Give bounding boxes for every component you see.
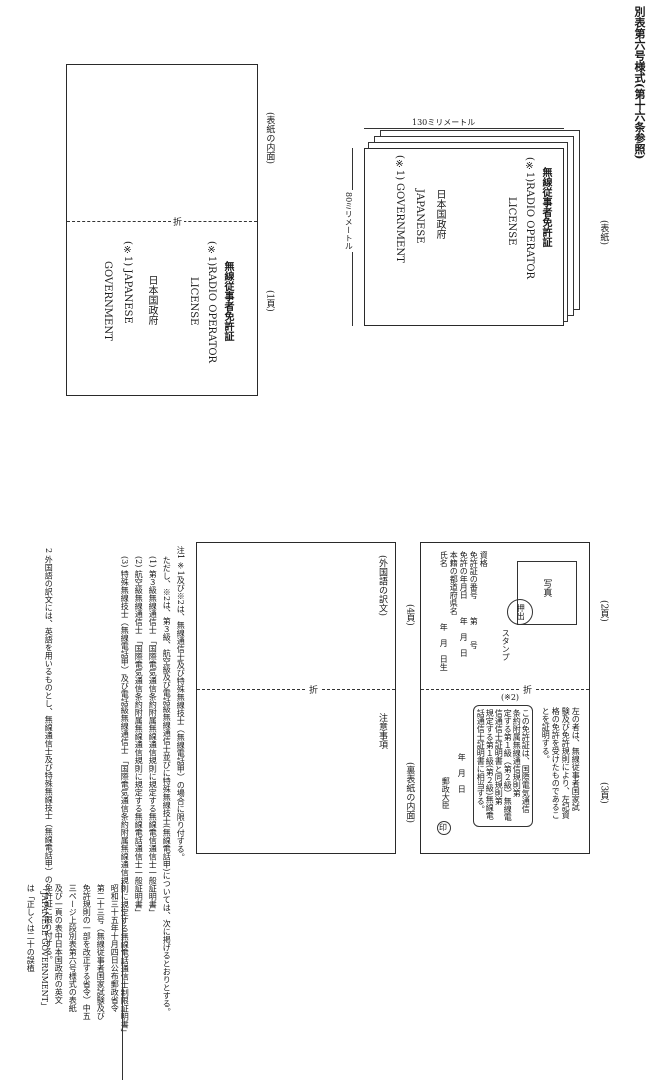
page1-title-en-2: LICENSE <box>188 277 199 326</box>
cover-title-ja: 無線従事者免許証 <box>540 167 551 247</box>
cover-title-en-1: (※1)RADIO OPERATOR <box>524 157 535 280</box>
stamp-sub: スタンプ <box>501 629 511 661</box>
back-inner-label: (裏表紙の内面) <box>404 762 415 824</box>
page1-fold-mark: 折 <box>171 215 185 228</box>
cover-dim-width: 80ミリメートル <box>344 190 354 253</box>
fold-line <box>67 221 257 222</box>
spread-p4-back: 折 (外国語の訳文) 注意事項 <box>196 542 396 854</box>
note-1b: ただし、※2は、第３級、航空級及び電話級無線通信士並びに特殊無線技士(無線電話甲… <box>162 556 172 1016</box>
page1-gov-ja: 日本国政府 <box>146 275 157 325</box>
cover-gov-en-prefix: (※1) <box>394 155 405 181</box>
p4-back-fold <box>197 689 395 690</box>
p3-note-2: 定する第１級（第２級）無線電 <box>503 709 513 821</box>
p3-date: 年 月 日 <box>457 753 467 793</box>
note-1: 注1 ※1及び※2は、無線通信士及び特殊無線技士（無線電話甲）の場合に限り付する… <box>176 546 186 861</box>
cover-gov-ja: 日本国政府 <box>434 189 445 239</box>
field-3: 本籍の都道府県名 <box>449 551 459 615</box>
p3-seal-text: 印 <box>439 823 447 832</box>
p2-p3-fold <box>421 689 589 690</box>
p3-line-3: とを証明する。 <box>541 707 551 763</box>
cover-dim-height-line <box>364 128 564 129</box>
p3-line-0: 左の者は、無線従事者国家試 <box>571 707 581 811</box>
cover-dim-height: 130ミリメートル <box>410 117 478 128</box>
cover-label: (表紙) <box>598 220 609 246</box>
cover-title-en-2: LICENSE <box>506 197 517 246</box>
field-1: 免許証の番号 <box>469 551 479 599</box>
field-value-4: 年 月 日生 <box>439 623 449 671</box>
side-note-6: は「正しくは二十の誤植 <box>26 884 36 972</box>
p3-note-4: 規定する第１級(第２級)無線電 <box>485 709 495 820</box>
side-note-3: 三ページ上段別表第六号様式の表紙 <box>68 884 78 1012</box>
field-4: 氏名 <box>439 551 449 567</box>
back-inner-content: 注意事項 <box>377 713 387 749</box>
inner-spread: 折 無線従事者免許証 (※1)RADIO OPERATOR LICENSE 日本… <box>66 64 258 396</box>
page1-title-en-1: (※1)RADIO OPERATOR <box>206 241 217 364</box>
p3-note-3: 信通信士証明書と同規則第 <box>494 709 504 805</box>
photo-label: 写真 <box>541 579 552 597</box>
inner-cover-label: (表紙の内面) <box>264 112 275 165</box>
note-1c: (1) 第３級無線通信士 「国際電気通信条約附属無線通信規則に規定する無線電信通… <box>148 556 158 917</box>
page1-gov-en-2: GOVERNMENT <box>102 261 113 341</box>
side-note-rule <box>122 880 123 1080</box>
side-note-1: 第二十三号（無線従事者国家試験及び <box>96 884 106 1020</box>
cover-gov-en-2: GOVERNMENT <box>394 183 405 263</box>
note-1d: (2) 航空級無線通信士 「国際電気通信条約附属無線通信規則に規定する無線電話通… <box>134 556 144 917</box>
p3-note-1: 条約附属無線通信規則第 <box>512 709 522 797</box>
cover-gov-en-1: JAPANESE <box>414 189 425 244</box>
page4-label: (4頁) <box>404 604 415 626</box>
stamp-circle <box>507 599 533 625</box>
cover-card: 無線従事者免許証 (※1)RADIO OPERATOR LICENSE 日本国政… <box>364 148 564 326</box>
p2-p3-fold-mark: 折 <box>521 683 535 696</box>
stamp-label: 押出 <box>516 604 526 620</box>
photo-box <box>517 561 577 625</box>
side-note-5: 「JAPANESE GOVERNMENT」 <box>40 884 50 1010</box>
p3-note-0: この免許証は、国際電気通信 <box>521 709 531 813</box>
form-title: 別表第六号様式(第十六条参照) <box>633 6 646 160</box>
p3-minister: 郵政大臣 <box>441 777 451 809</box>
page4-content: (外国語の訳文) <box>377 555 387 617</box>
p3-note-bracket <box>473 705 533 827</box>
page1-gov-en-1: (※1) JAPANESE <box>122 241 133 324</box>
p4-back-fold-mark: 折 <box>307 683 321 696</box>
p3-note-prefix: (※2) <box>501 693 520 702</box>
field-value-0: 第 号 <box>469 617 479 649</box>
side-note-2: 免許規則の一部を改正する省令）中五 <box>82 884 92 1020</box>
field-2: 免許の年月日 <box>459 551 469 599</box>
page3-label: (3頁) <box>598 782 609 804</box>
field-0: 資格 <box>479 551 489 567</box>
side-note-4: 及び一頁の表中日本国政府の英文 <box>54 884 64 1004</box>
p3-line-2: 格の免許を受けたものであるこ <box>551 707 561 819</box>
page1-label: (1頁) <box>264 290 275 312</box>
spread-p2-p3: 折 写真 押出 スタンプ 資格 免許証の番号 免許の年月日 本籍の都道府県名 氏… <box>420 542 590 854</box>
side-note-0: 昭和三十五年十月四日公布郵政省令 <box>110 884 120 1012</box>
p3-line-1: 験及び免許規則により、左記資 <box>561 707 571 819</box>
field-value-1: 年 月 日 <box>459 617 469 657</box>
page2-label: (2頁) <box>598 600 609 622</box>
p3-seal <box>437 821 451 835</box>
page1-title-ja: 無線従事者免許証 <box>222 261 233 341</box>
note-1e: (3) 特殊無線技士（無線電話甲）及び電話級無線通信士 「国際電気通信条約附属無… <box>120 556 130 1037</box>
p3-note-5: 話通信士証明書に相当する。 <box>476 709 486 813</box>
note-2: 2 外国語の訳文には、英語を用いるものとし、無線通信士及び特殊無線技士（無線電話… <box>44 548 54 964</box>
